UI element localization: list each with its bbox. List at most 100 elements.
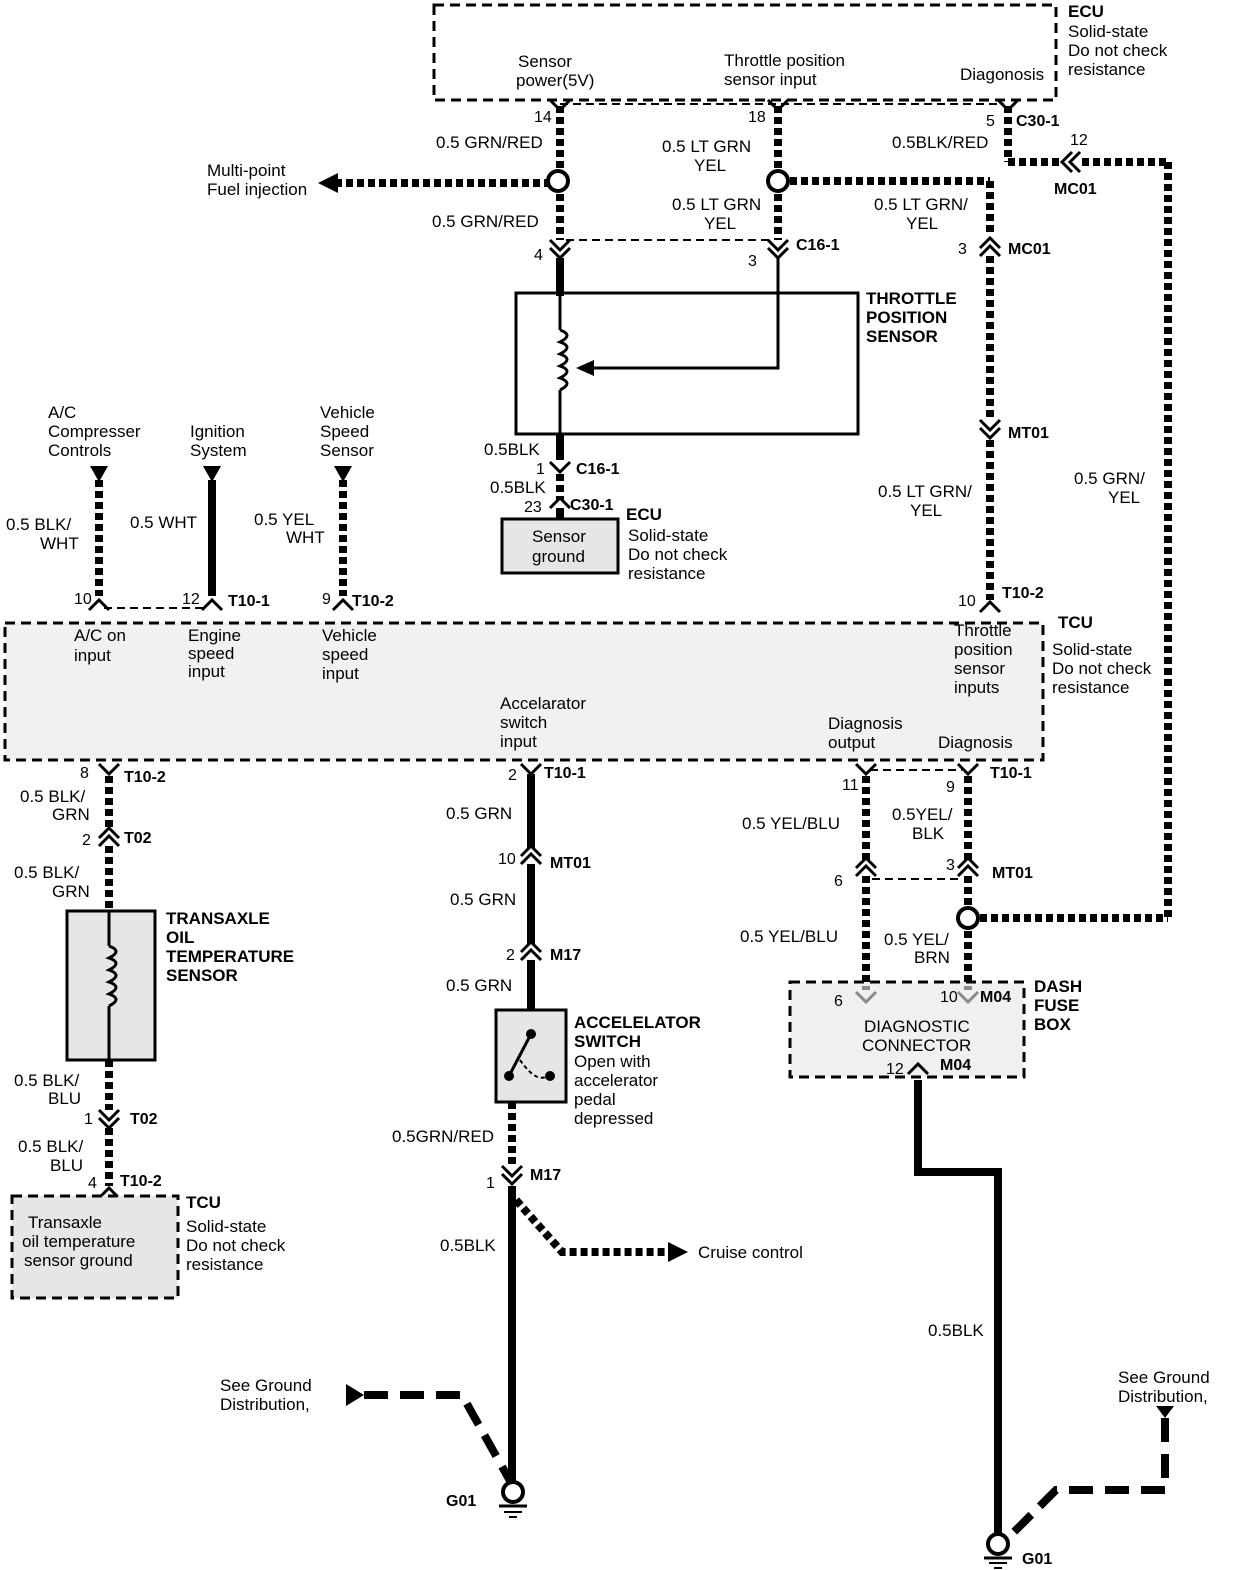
svg-text:0.5 YEL/: 0.5 YEL/ — [884, 930, 949, 949]
svg-text:switch: switch — [500, 713, 547, 732]
svg-text:Do not check: Do not check — [186, 1236, 286, 1255]
svg-text:C30-1: C30-1 — [570, 497, 614, 514]
svg-text:accelerator: accelerator — [574, 1071, 658, 1090]
svg-text:0.5 GRN: 0.5 GRN — [446, 976, 512, 995]
svg-text:BLK: BLK — [912, 824, 945, 843]
svg-text:MT01: MT01 — [1008, 425, 1049, 442]
svg-text:0.5BLK: 0.5BLK — [490, 478, 546, 497]
svg-text:WHT: WHT — [286, 528, 325, 547]
svg-text:T10-2: T10-2 — [352, 593, 394, 610]
svg-text:0.5 LT GRN/: 0.5 LT GRN/ — [878, 482, 972, 501]
svg-text:Distribution,: Distribution, — [220, 1395, 310, 1414]
svg-text:sensor input: sensor input — [724, 70, 817, 89]
svg-text:sensor: sensor — [954, 659, 1005, 678]
wire-diag-input — [956, 762, 980, 1005]
svg-text:sensor ground: sensor ground — [24, 1251, 133, 1270]
svg-text:14: 14 — [534, 109, 552, 126]
svg-text:T10-1: T10-1 — [990, 765, 1032, 782]
svg-text:1: 1 — [486, 1175, 495, 1192]
svg-text:T02: T02 — [130, 1111, 158, 1128]
svg-text:pedal: pedal — [574, 1090, 616, 1109]
svg-text:ECU: ECU — [626, 505, 662, 524]
svg-text:A/C on: A/C on — [74, 626, 126, 645]
wire-vss — [331, 466, 355, 612]
svg-text:Speed: Speed — [320, 422, 369, 441]
ecu-top-module: ECU Solid-state Do not check resistance … — [432, 2, 1168, 105]
svg-text:0.5 BLK/: 0.5 BLK/ — [18, 1137, 83, 1156]
svg-text:0.5 GRN: 0.5 GRN — [450, 890, 516, 909]
svg-text:0.5 LT GRN: 0.5 LT GRN — [662, 137, 751, 156]
svg-text:Engine: Engine — [188, 626, 241, 645]
sensor-ground: Sensor ground — [500, 517, 620, 575]
svg-text:0.5 YEL/BLU: 0.5 YEL/BLU — [742, 814, 840, 833]
wire-ignition — [200, 466, 224, 612]
svg-text:speed: speed — [188, 644, 234, 663]
svg-text:0.5 BLK/: 0.5 BLK/ — [14, 863, 79, 882]
svg-text:Compresser: Compresser — [48, 422, 141, 441]
svg-text:0.5 GRN/RED: 0.5 GRN/RED — [432, 212, 539, 231]
svg-text:Sensor: Sensor — [532, 527, 586, 546]
svg-text:BLU: BLU — [50, 1156, 83, 1175]
svg-text:10: 10 — [498, 851, 516, 868]
svg-text:Controls: Controls — [48, 441, 111, 460]
diagnosis-label: Diagonosis — [960, 65, 1044, 84]
svg-text:Solid-state: Solid-state — [628, 526, 708, 545]
svg-text:SENSOR: SENSOR — [166, 966, 238, 985]
svg-text:1: 1 — [536, 461, 545, 478]
ignition-label: Ignition — [190, 422, 245, 441]
svg-text:0.5GRN/RED: 0.5GRN/RED — [392, 1127, 494, 1146]
tps-title: THROTTLE — [866, 289, 957, 308]
svg-text:9: 9 — [322, 591, 331, 608]
oil-temp-title: TRANSAXLE — [166, 909, 270, 928]
svg-text:0.5BLK: 0.5BLK — [484, 440, 540, 459]
vss-label: Vehicle — [320, 403, 375, 422]
svg-text:oil temperature: oil temperature — [22, 1232, 135, 1251]
ecu-top-title: ECU — [1068, 2, 1104, 21]
svg-text:T02: T02 — [124, 830, 152, 847]
svg-text:ground: ground — [532, 547, 585, 566]
wire-diag-ground — [906, 1061, 1174, 1569]
wire-diagnosis — [980, 98, 1172, 922]
ground-left — [346, 1384, 527, 1518]
svg-text:MT01: MT01 — [550, 855, 591, 872]
svg-text:5: 5 — [986, 113, 995, 130]
svg-text:Distribution,: Distribution, — [1118, 1387, 1208, 1406]
svg-text:0.5 BLK/: 0.5 BLK/ — [6, 515, 71, 534]
dash-fuse-box-title: DASH — [1034, 977, 1082, 996]
svg-text:2: 2 — [506, 947, 515, 964]
svg-text:input: input — [188, 662, 225, 681]
svg-text:0.5BLK: 0.5BLK — [928, 1321, 984, 1340]
svg-text:G01: G01 — [446, 1493, 476, 1510]
svg-text:YEL: YEL — [906, 214, 938, 233]
svg-text:0.5 YEL: 0.5 YEL — [254, 510, 314, 529]
svg-text:Sensor: Sensor — [320, 441, 374, 460]
svg-text:9: 9 — [946, 779, 955, 796]
cruise-control-label: Cruise control — [698, 1243, 803, 1262]
accel-switch-title: ACCELELATOR — [574, 1013, 701, 1032]
svg-text:C16-1: C16-1 — [796, 237, 840, 254]
svg-text:Do not check: Do not check — [1068, 41, 1168, 60]
svg-text:0.5 BLK/: 0.5 BLK/ — [14, 1071, 79, 1090]
svg-text:M17: M17 — [530, 1167, 561, 1184]
svg-text:input: input — [74, 646, 111, 665]
svg-text:MC01: MC01 — [1054, 181, 1097, 198]
wire-ac — [87, 466, 111, 612]
svg-text:M04: M04 — [980, 989, 1011, 1006]
svg-text:T10-1: T10-1 — [544, 765, 586, 782]
svg-text:See Ground: See Ground — [1118, 1368, 1210, 1387]
svg-text:Accelarator: Accelarator — [500, 694, 586, 713]
svg-text:GRN: GRN — [52, 882, 90, 901]
svg-text:BLU: BLU — [48, 1089, 81, 1108]
svg-text:M04: M04 — [940, 1057, 971, 1074]
svg-text:3: 3 — [748, 253, 757, 270]
svg-text:12: 12 — [886, 1061, 904, 1078]
svg-text:4: 4 — [88, 1175, 97, 1192]
throttle-position-sensor — [514, 291, 860, 436]
svg-text:T10-2: T10-2 — [120, 1173, 162, 1190]
wire-to-mpfi — [318, 169, 570, 193]
svg-text:System: System — [190, 441, 247, 460]
svg-text:0.5BLK: 0.5BLK — [440, 1236, 496, 1255]
svg-text:resistance: resistance — [628, 564, 705, 583]
wire-accel-ground — [500, 1102, 688, 1486]
svg-text:3: 3 — [958, 241, 967, 258]
